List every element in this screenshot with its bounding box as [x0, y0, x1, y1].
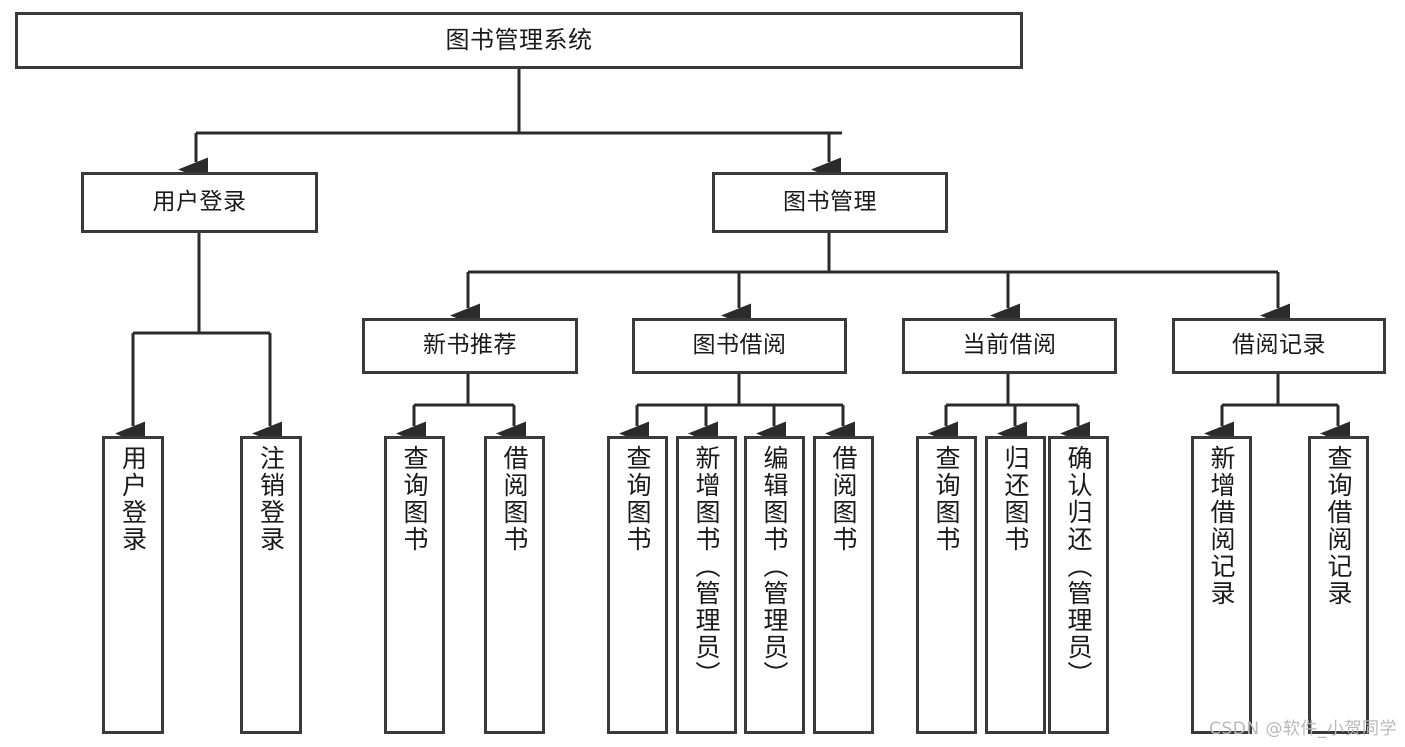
node-leaf-edit-book[interactable]: 编辑图书（管理员）	[744, 436, 805, 734]
node-leaf-query-record-label: 查询借阅记录	[1324, 445, 1353, 607]
node-new-book-recommend[interactable]: 新书推荐	[362, 318, 578, 374]
node-book-manage[interactable]: 图书管理	[712, 172, 948, 233]
node-current-borrow-label: 当前借阅	[962, 332, 1057, 359]
node-root[interactable]: 图书管理系统	[15, 12, 1023, 69]
node-user-login[interactable]: 用户登录	[81, 172, 318, 233]
node-leaf-query-book-b-label: 查询图书	[623, 445, 652, 553]
node-book-manage-label: 图书管理	[783, 188, 877, 215]
node-borrow-record[interactable]: 借阅记录	[1172, 318, 1386, 374]
node-leaf-return-book-label: 归还图书	[1001, 445, 1030, 553]
node-leaf-logout-label: 注销登录	[256, 445, 286, 553]
node-leaf-borrow-book-a-label: 借阅图书	[500, 445, 529, 553]
node-leaf-borrow-book-b[interactable]: 借阅图书	[813, 436, 874, 734]
node-root-label: 图书管理系统	[445, 26, 593, 55]
node-new-book-recommend-label: 新书推荐	[423, 332, 517, 359]
node-leaf-add-record-label: 新增借阅记录	[1207, 445, 1236, 607]
node-leaf-query-book-c-label: 查询图书	[932, 445, 961, 553]
node-borrow-record-label: 借阅记录	[1232, 332, 1326, 359]
node-user-login-label: 用户登录	[152, 188, 247, 215]
node-leaf-confirm-return-label: 确认归还（管理员）	[1064, 445, 1093, 688]
node-leaf-user-login-label: 用户登录	[118, 445, 148, 553]
node-leaf-add-book[interactable]: 新增图书（管理员）	[676, 436, 737, 734]
node-leaf-logout[interactable]: 注销登录	[240, 436, 302, 734]
node-leaf-confirm-return[interactable]: 确认归还（管理员）	[1048, 436, 1109, 734]
node-leaf-edit-book-label: 编辑图书（管理员）	[760, 445, 789, 688]
node-leaf-query-record[interactable]: 查询借阅记录	[1308, 436, 1369, 734]
node-leaf-query-book-a-label: 查询图书	[400, 445, 429, 553]
node-leaf-add-record[interactable]: 新增借阅记录	[1191, 436, 1252, 734]
node-book-borrow[interactable]: 图书借阅	[632, 318, 847, 374]
node-leaf-borrow-book-a[interactable]: 借阅图书	[484, 436, 545, 734]
node-leaf-borrow-book-b-label: 借阅图书	[829, 445, 858, 553]
node-leaf-query-book-c[interactable]: 查询图书	[916, 436, 977, 734]
node-leaf-add-book-label: 新增图书（管理员）	[692, 445, 721, 688]
node-leaf-query-book-a[interactable]: 查询图书	[384, 436, 445, 734]
node-current-borrow[interactable]: 当前借阅	[902, 318, 1117, 374]
node-leaf-user-login[interactable]: 用户登录	[102, 436, 164, 734]
node-leaf-query-book-b[interactable]: 查询图书	[607, 436, 668, 734]
node-leaf-return-book[interactable]: 归还图书	[985, 436, 1046, 734]
csdn-watermark: CSDN @软件_小贺同学	[1209, 719, 1397, 739]
node-book-borrow-label: 图书借阅	[692, 332, 787, 359]
